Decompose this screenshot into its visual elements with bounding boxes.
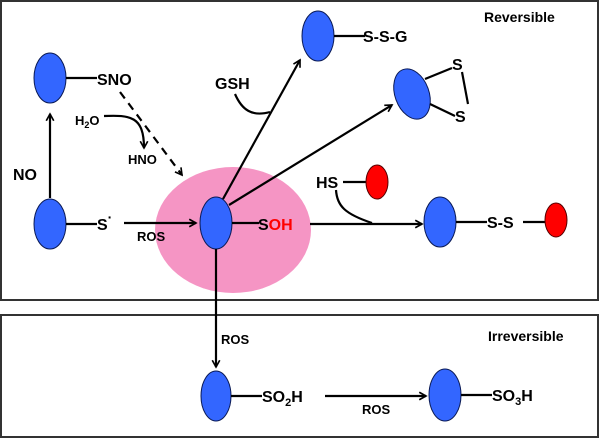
irreversible-panel — [0, 314, 599, 438]
glutathionylation-arrow — [222, 60, 301, 200]
hno-label: HNO — [128, 152, 157, 167]
gsh-curve — [233, 93, 271, 115]
no-label: NO — [13, 167, 37, 184]
ros-label-bottom: ROS — [362, 402, 391, 417]
gsh-label: GSH — [215, 76, 250, 93]
thiol-partner-red — [365, 164, 389, 200]
h2o-label: H2O — [75, 113, 100, 130]
soh-label: SOH — [258, 217, 293, 234]
protein-sulfonic-acid — [428, 368, 462, 422]
disulfide-bond — [460, 71, 470, 105]
protein-thiyl-radical — [33, 198, 67, 250]
s-bottom-label: S — [455, 109, 466, 126]
s-radical-label: S· — [97, 209, 112, 234]
s-top-label: S — [452, 57, 463, 74]
bond-line — [429, 103, 456, 117]
protein-sulfenic-acid — [199, 196, 233, 250]
hs-curve — [334, 189, 373, 225]
sno-label: SNO — [97, 72, 132, 89]
ssg-label: S-S-G — [363, 29, 407, 46]
irreversible-title: Irreversible — [488, 328, 564, 344]
protein-snitrosylated — [33, 52, 67, 104]
reversible-title: Reversible — [484, 9, 555, 25]
protein-sulfinic-acid — [200, 370, 232, 422]
protein-intramolecular-disulfide — [393, 68, 431, 120]
so2h-label: SO2H — [262, 389, 303, 409]
protein-glutathionylated — [301, 10, 335, 62]
partner-red — [544, 202, 568, 238]
so3h-label: SO3H — [492, 388, 533, 408]
hs-label: HS — [316, 175, 339, 192]
bond-line — [424, 66, 453, 81]
ss-label: S-S — [487, 215, 514, 232]
ros-label-down: ROS — [221, 332, 250, 347]
sulfenic-acid-highlight — [155, 167, 311, 293]
sno-to-soh-dashed-arrow — [119, 91, 182, 175]
protein-mixed-disulfide — [423, 196, 457, 248]
intramolecular-disulfide-arrow — [228, 104, 392, 206]
h2o-arrow — [103, 114, 144, 148]
ros-label-left: ROS — [137, 229, 166, 244]
